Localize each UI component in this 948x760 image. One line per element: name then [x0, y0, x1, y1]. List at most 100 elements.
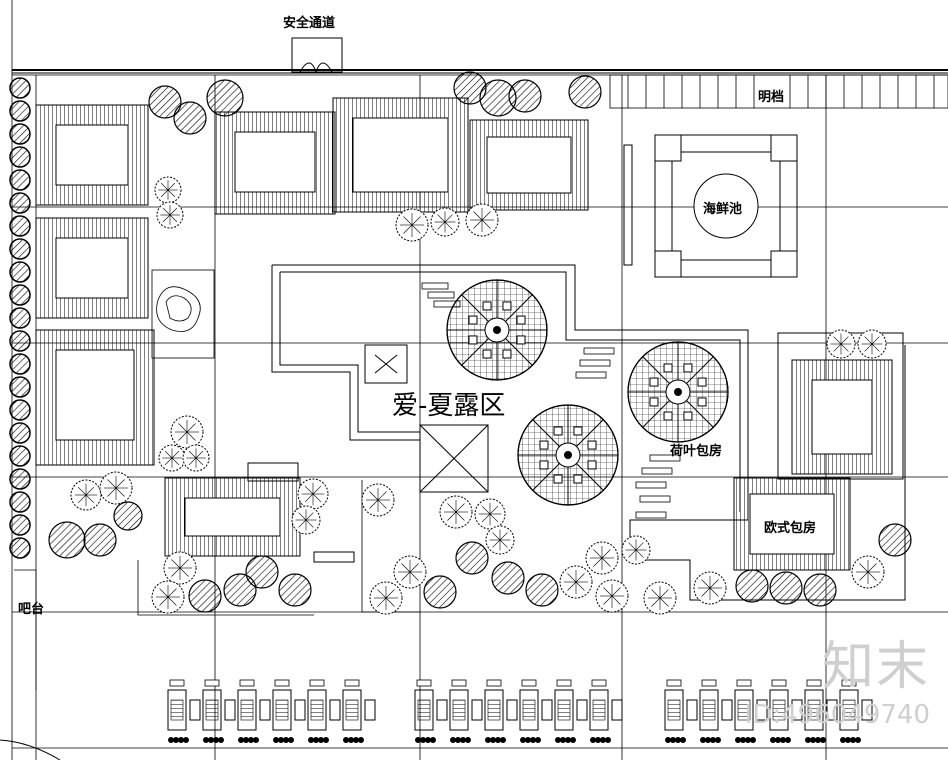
tree-hatched: [878, 523, 912, 557]
hedge-shrub: [9, 330, 31, 352]
tree-hatched: [206, 79, 244, 117]
lotus-umbrella: [446, 279, 548, 381]
tree: [361, 483, 395, 517]
steps: [421, 282, 681, 519]
hedge-shrub: [9, 537, 31, 559]
tree: [693, 571, 727, 605]
seafood-pool-label: 海鲜池: [703, 202, 743, 217]
tree-hatched: [223, 573, 257, 607]
right-pavilion: [777, 332, 904, 480]
safety-passage-label: 安全通道: [283, 16, 336, 31]
booth-rows: [167, 679, 873, 743]
tree: [430, 207, 460, 237]
lotus-umbrella: [517, 404, 619, 506]
lotus-umbrella: [627, 341, 729, 443]
hedge-shrub: [9, 284, 31, 306]
tree: [595, 579, 629, 613]
tree: [621, 535, 651, 565]
tree-hatched: [245, 555, 279, 589]
hedge-shrub: [9, 169, 31, 191]
tree: [559, 565, 593, 599]
tree-hatched: [803, 573, 837, 607]
hedge-shrub: [9, 376, 31, 398]
booth: [554, 679, 588, 743]
lotus-room-label: 荷叶包房: [670, 444, 723, 459]
tree: [156, 201, 184, 229]
lotus-umbrellas: [446, 279, 729, 506]
tree: [99, 471, 133, 505]
booth: [804, 679, 838, 743]
trees: [48, 71, 912, 615]
top-fence: [12, 69, 948, 74]
tree-hatched: [148, 85, 182, 119]
tree: [158, 444, 186, 472]
booth: [734, 679, 768, 743]
tree-hatched: [735, 569, 769, 603]
booth: [769, 679, 803, 743]
tree: [393, 555, 427, 589]
hedge-shrub: [9, 215, 31, 237]
hedge-shrub: [9, 123, 31, 145]
tree-hatched: [769, 571, 803, 605]
tree-hatched: [568, 75, 602, 109]
tree: [826, 329, 856, 359]
hedge-shrub: [9, 261, 31, 283]
hedge-shrub: [9, 445, 31, 467]
bottom-arc: [0, 739, 61, 760]
tree-hatched: [83, 523, 117, 557]
booth: [589, 679, 623, 743]
booth: [699, 679, 733, 743]
booth: [664, 679, 698, 743]
tree: [857, 329, 887, 359]
top-pavilions: [214, 97, 589, 215]
tree: [291, 505, 321, 535]
safety-passage-gate: [291, 37, 343, 73]
european-room-label: 欧式包房: [764, 521, 817, 536]
tree: [585, 541, 619, 575]
awning-label: 明档: [758, 90, 785, 105]
booth: [307, 679, 341, 743]
booth: [167, 679, 201, 743]
bar-counter-label: 吧台: [18, 602, 45, 617]
tree: [369, 581, 403, 615]
booth: [839, 679, 873, 743]
tree: [170, 415, 204, 449]
tree-hatched: [113, 501, 143, 531]
tree-hatched: [173, 101, 207, 135]
tree: [163, 551, 197, 585]
tree: [474, 498, 506, 530]
tree-hatched: [48, 521, 86, 559]
booth: [342, 679, 376, 743]
lower-boundaries: [14, 480, 420, 690]
tree: [182, 444, 210, 472]
booth: [237, 679, 271, 743]
central-terrace: [271, 264, 906, 601]
tree-hatched: [455, 541, 489, 575]
tree: [485, 525, 515, 555]
booth: [414, 679, 448, 743]
hedge-shrub: [9, 514, 31, 536]
european-room-building: [733, 477, 851, 571]
booth: [202, 679, 236, 743]
hedge-shrub: [9, 192, 31, 214]
tree: [643, 581, 677, 615]
tree-hatched: [278, 573, 312, 607]
tree-hatched: [188, 579, 222, 613]
hedge-shrub: [9, 399, 31, 421]
left-pavilions: [35, 104, 155, 466]
lower-pavilion: [164, 462, 355, 563]
rock-pond: [151, 269, 215, 359]
tree: [439, 495, 473, 529]
watermark-logo: 知末: [821, 637, 930, 697]
left-hedge: [9, 77, 31, 559]
booth: [449, 679, 483, 743]
tree: [151, 580, 185, 614]
tree: [154, 176, 182, 204]
tree-hatched: [508, 79, 542, 113]
tree: [297, 478, 329, 510]
tree-hatched: [491, 561, 525, 595]
watermark-id: ID:496049740: [744, 700, 930, 730]
hedge-shrub: [9, 491, 31, 513]
seafood-pool: [623, 134, 798, 278]
